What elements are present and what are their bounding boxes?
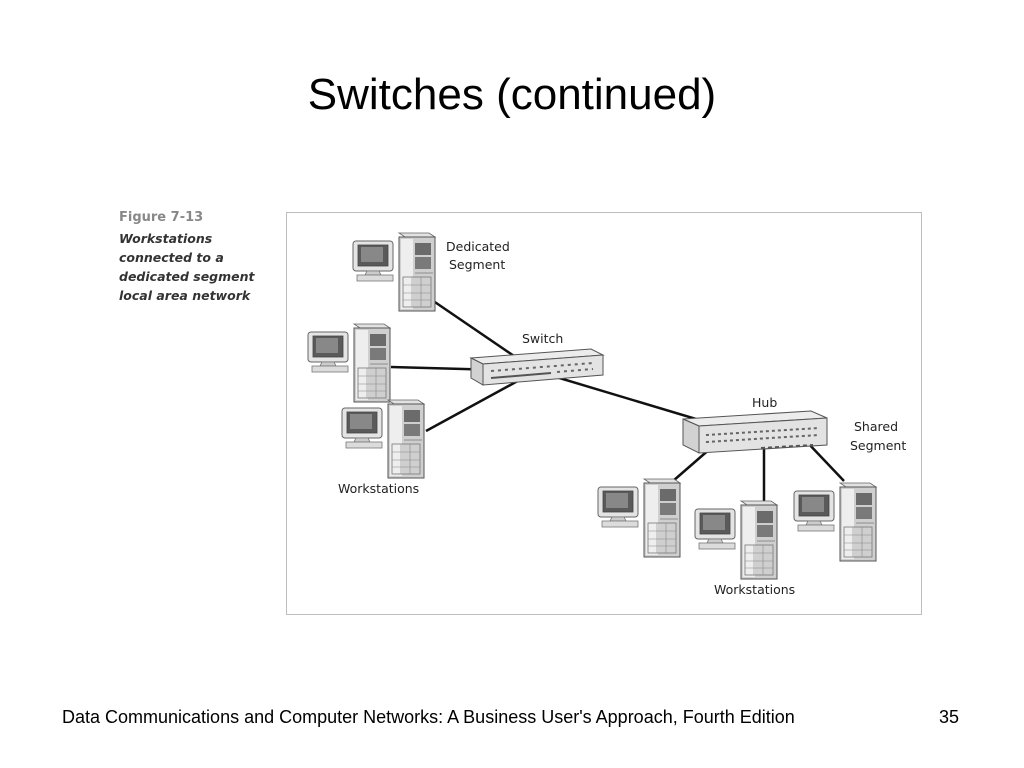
- workstation-dedicated-bottom: [341, 399, 425, 479]
- workstation-shared-right: [793, 482, 877, 562]
- figure-frame: Dedicated Segment Switch Hub Shared Segm…: [286, 212, 922, 615]
- figure-number: Figure 7-13: [119, 210, 204, 225]
- slide-footer: Data Communications and Computer Network…: [62, 707, 795, 727]
- dedicated-segment-label-line2: Segment: [449, 257, 505, 272]
- slide-title: Switches (continued): [307, 70, 717, 119]
- workstations-label-left: Workstations: [338, 481, 419, 496]
- cable-shared-3: [805, 440, 845, 482]
- workstation-dedicated-top: [352, 232, 436, 312]
- workstations-label-right: Workstations: [714, 582, 795, 597]
- workstation-shared-middle: [694, 500, 778, 580]
- shared-segment-label-line1: Shared: [854, 419, 898, 434]
- hub-device: [682, 410, 828, 454]
- figure-caption: Figure 7-13 Workstations connected to a …: [119, 210, 279, 305]
- figure-caption-text: Workstations connected to a dedicated se…: [119, 231, 255, 303]
- workstation-dedicated-middle: [307, 323, 391, 403]
- dedicated-segment-label-line1: Dedicated: [446, 239, 510, 254]
- switch-device: [469, 348, 605, 386]
- workstation-shared-left: [597, 478, 681, 558]
- hub-label: Hub: [752, 395, 777, 410]
- shared-segment-label-line2: Segment: [850, 438, 906, 453]
- network-diagram: Dedicated Segment Switch Hub Shared Segm…: [307, 232, 906, 597]
- page-number: 35: [939, 707, 960, 727]
- switch-label: Switch: [522, 331, 563, 346]
